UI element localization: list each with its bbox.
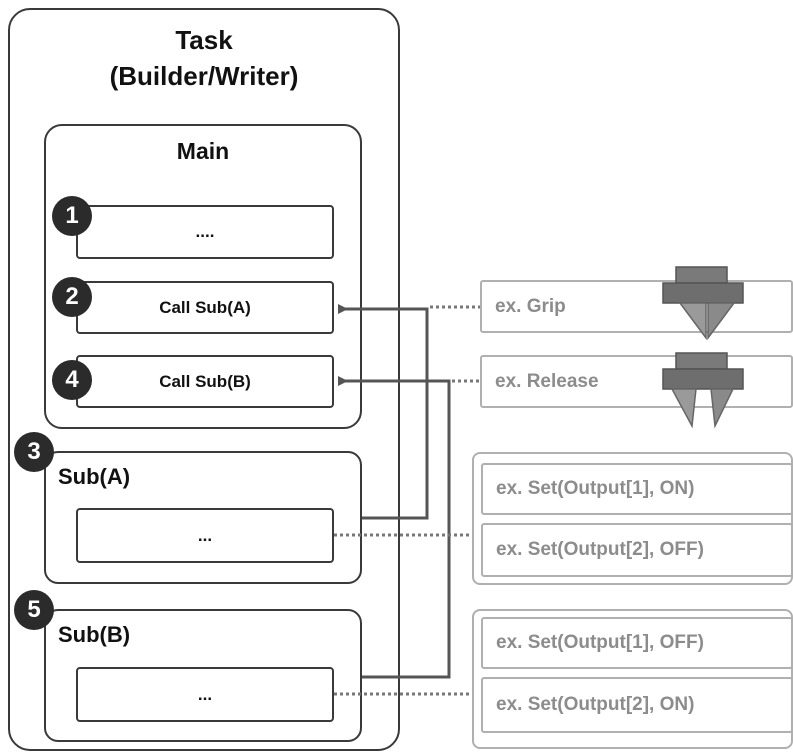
main-title: Main [176,138,230,164]
task-title-line1: Task [175,25,233,55]
sub-b-title: Sub(B) [58,622,131,647]
task-title: Task (Builder/Writer) [8,22,400,94]
step-badge-2: 2 [52,277,92,317]
step-badge-4: 4 [52,360,92,400]
sub-a-example-2: ex. Set(Output[2], OFF) [481,523,793,577]
example-release-label: ex. Release [495,370,599,392]
example-grip-label: ex. Grip [495,295,566,317]
example-release: ex. Release [480,355,793,408]
sub-b-example-1: ex. Set(Output[1], OFF) [481,617,793,669]
sub-a-example-1: ex. Set(Output[1], ON) [481,463,793,515]
main-step-call-sub-a: Call Sub(A) [76,281,334,334]
sub-b-example-2: ex. Set(Output[2], ON) [481,677,793,733]
sub-b-step: ... [76,667,334,722]
main-step-call-sub-b: Call Sub(B) [76,355,334,408]
step-badge-1: 1 [52,196,92,236]
sub-a-step: ... [76,508,334,563]
task-title-line2: (Builder/Writer) [109,61,299,91]
step-badge-3: 3 [14,432,54,472]
main-step-1: .... [76,205,334,259]
sub-a-title: Sub(A) [58,464,131,489]
step-badge-5: 5 [14,590,54,630]
example-grip: ex. Grip [480,280,793,333]
